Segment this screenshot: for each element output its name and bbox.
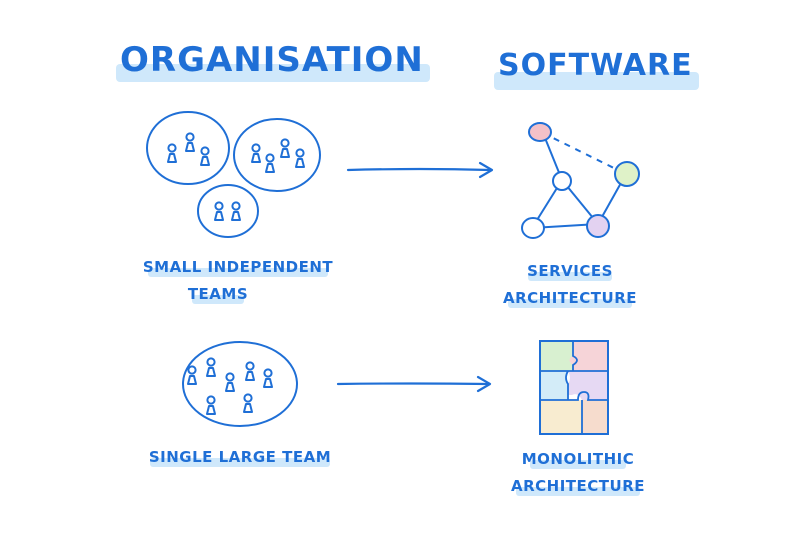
single-team-label: SINGLE LARGE TEAM bbox=[142, 444, 338, 471]
person-icon bbox=[206, 395, 216, 415]
large-team-group bbox=[182, 341, 298, 427]
single-team-label-line-1: SINGLE LARGE TEAM bbox=[148, 448, 332, 467]
services-graph bbox=[521, 122, 640, 239]
person-icon bbox=[200, 146, 210, 166]
service-node bbox=[552, 171, 572, 191]
person-icon bbox=[167, 143, 177, 163]
person-icon bbox=[280, 138, 290, 158]
person-icon bbox=[263, 368, 273, 388]
person-icon bbox=[187, 365, 197, 385]
person-icon bbox=[243, 393, 253, 413]
services-label-line-1: SERVICES bbox=[527, 262, 613, 281]
service-node bbox=[614, 161, 640, 187]
monolithic-label-line-2: ARCHITECTURE bbox=[511, 477, 645, 496]
person-icon bbox=[245, 361, 255, 381]
person-icon bbox=[206, 357, 216, 377]
software-title: SOFTWARE bbox=[494, 48, 699, 92]
team-circle-1 bbox=[146, 111, 230, 185]
person-icon bbox=[295, 148, 305, 168]
large-team-circle bbox=[182, 341, 298, 427]
monolithic-architecture-label: MONOLITHIC ARCHITECTURE bbox=[508, 446, 648, 500]
services-architecture-label: SERVICES ARCHITECTURE bbox=[500, 258, 640, 312]
service-node bbox=[586, 214, 610, 238]
organisation-title-text: ORGANISATION bbox=[120, 40, 424, 80]
service-node bbox=[528, 122, 552, 142]
person-icon bbox=[225, 372, 235, 392]
software-title-wrap: SOFTWARE bbox=[494, 48, 699, 92]
small-teams-label-line-1: SMALL INDEPENDENT bbox=[142, 258, 334, 277]
small-teams-label: SMALL INDEPENDENT TEAMS bbox=[140, 254, 336, 308]
organisation-title: ORGANISATION bbox=[116, 40, 430, 84]
arrow-icon-row2 bbox=[336, 375, 492, 393]
person-icon bbox=[251, 143, 261, 163]
service-node bbox=[521, 217, 545, 239]
services-label-line-2: ARCHITECTURE bbox=[503, 289, 637, 308]
small-teams-group bbox=[146, 111, 321, 238]
person-icon bbox=[185, 132, 195, 152]
monolithic-label-line-1: MONOLITHIC bbox=[521, 450, 635, 469]
person-icon bbox=[231, 201, 241, 221]
monolith-puzzle-icon bbox=[539, 340, 609, 435]
arrow-icon-row1 bbox=[346, 161, 494, 179]
software-title-text: SOFTWARE bbox=[498, 48, 693, 83]
team-circle-3 bbox=[197, 184, 259, 238]
organisation-title-wrap: ORGANISATION bbox=[116, 40, 430, 84]
team-circle-2 bbox=[233, 118, 321, 192]
person-icon bbox=[265, 153, 275, 173]
small-teams-label-line-2: TEAMS bbox=[187, 285, 249, 304]
person-icon bbox=[214, 201, 224, 221]
